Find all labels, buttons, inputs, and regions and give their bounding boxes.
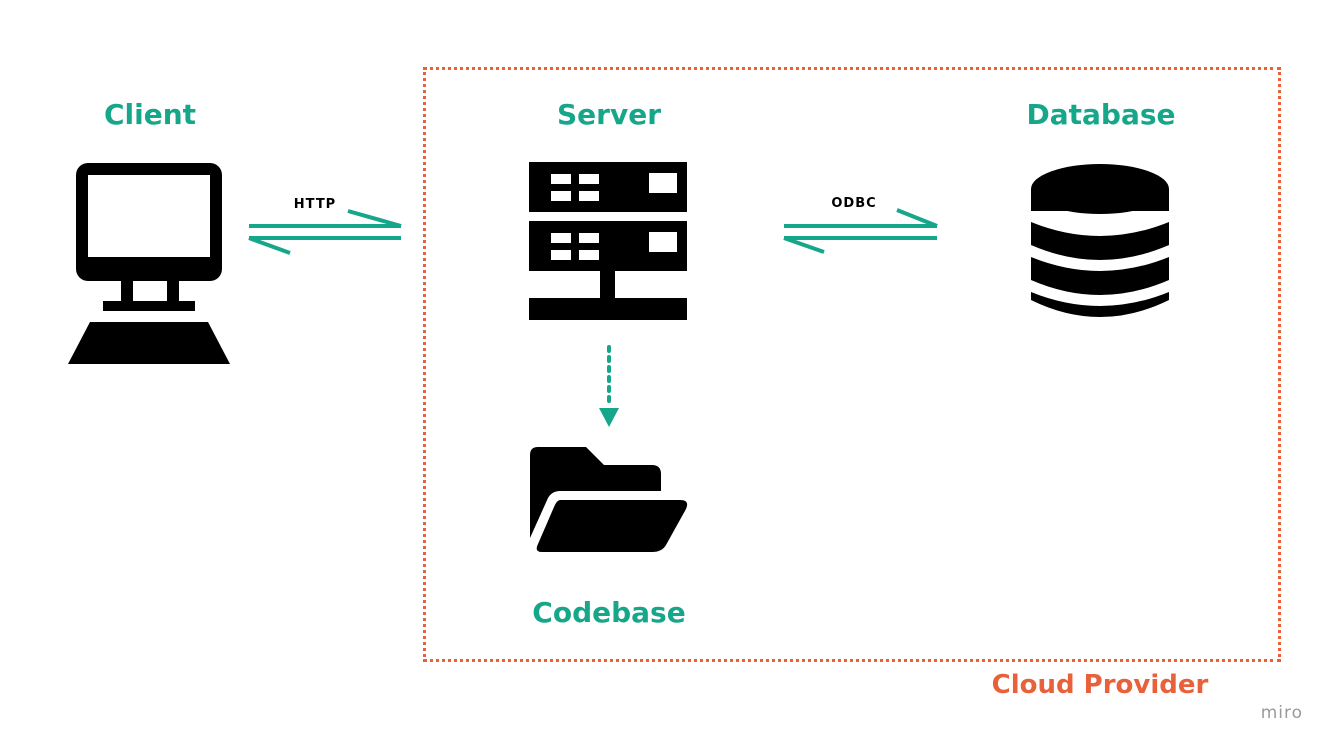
- http-arrows: [248, 209, 402, 255]
- http-label: HTTP: [293, 197, 337, 212]
- codebase-label: Codebase: [532, 596, 686, 629]
- database-icon: [1031, 164, 1169, 317]
- miro-watermark: miro: [1260, 703, 1303, 723]
- odbc-arrows: [783, 208, 938, 254]
- desktop-computer-icon: [68, 163, 230, 364]
- cloud-provider-boundary: [423, 67, 1281, 662]
- server-rack-icon: [529, 162, 687, 320]
- client-label: Client: [103, 98, 197, 131]
- server-label: Server: [556, 98, 662, 131]
- odbc-label: ODBC: [831, 196, 877, 211]
- server-to-codebase-arrow: [599, 345, 619, 427]
- cloud-provider-label: Cloud Provider: [991, 670, 1209, 700]
- open-folder-icon: [530, 447, 688, 552]
- database-label: Database: [1026, 98, 1176, 131]
